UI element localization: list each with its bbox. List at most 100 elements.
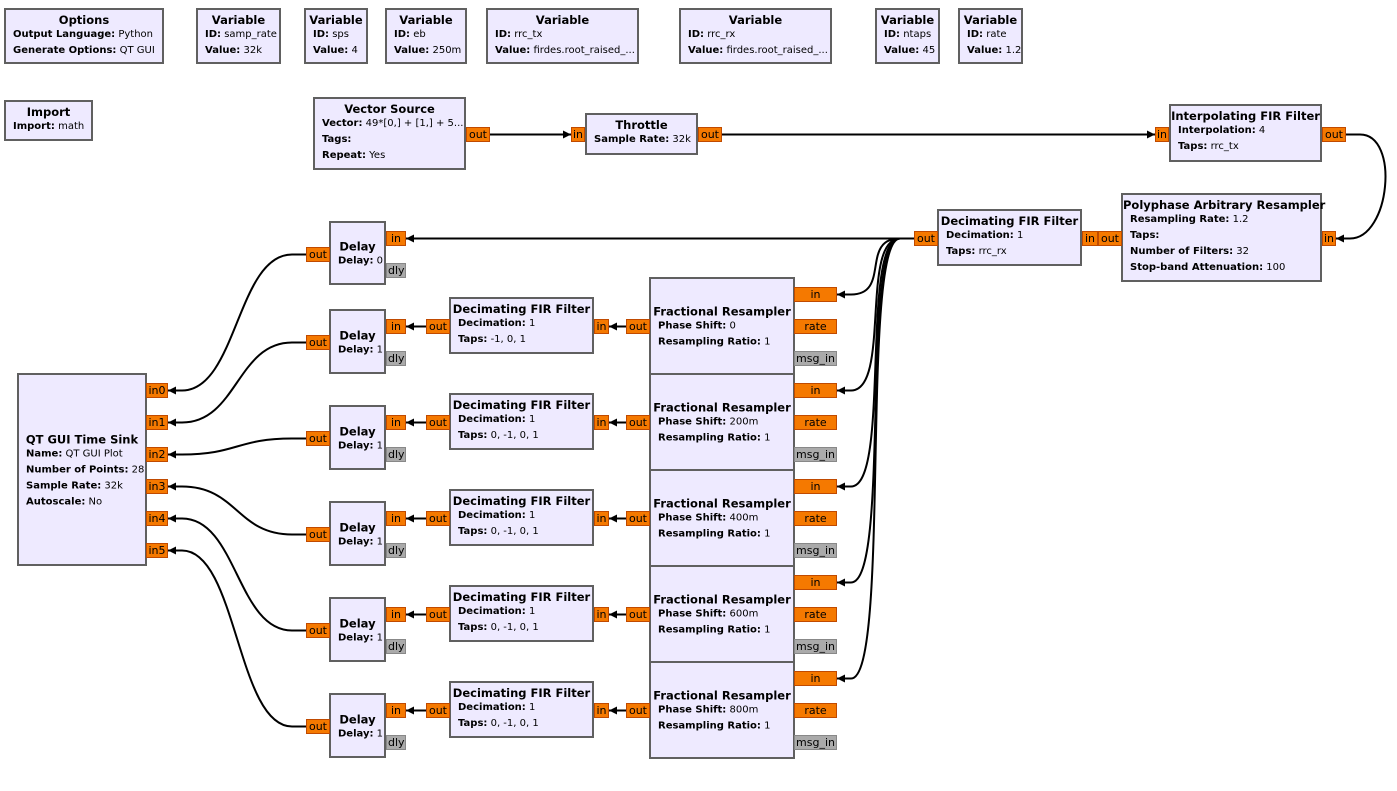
port-dly[interactable]: dly [386, 351, 406, 366]
port-in[interactable]: in [571, 127, 585, 142]
connection-delay5-out-to-time-sink-in5[interactable] [168, 546, 306, 728]
port-msg-in[interactable]: msg_in [794, 447, 837, 462]
port-in[interactable]: in [386, 231, 406, 246]
port-out[interactable]: out [306, 247, 330, 262]
port-in[interactable]: in [1322, 231, 1336, 246]
port-in0[interactable]: in0 [146, 383, 168, 398]
port-in[interactable]: in [794, 479, 837, 494]
connection-dec-fir-rx-out-to-frac-res5-in[interactable] [837, 237, 914, 683]
port-in[interactable]: in [386, 319, 406, 334]
port-in[interactable]: in [594, 415, 609, 430]
port-in[interactable]: in [594, 319, 609, 334]
port-out[interactable]: out [306, 527, 330, 542]
connection-delay2-out-to-time-sink-in2[interactable] [168, 437, 306, 459]
port-in4[interactable]: in4 [146, 511, 168, 526]
port-in2[interactable]: in2 [146, 447, 168, 462]
connection-delay3-out-to-time-sink-in3[interactable] [168, 482, 306, 536]
port-in[interactable]: in [794, 287, 837, 302]
port-out[interactable]: out [1098, 231, 1122, 246]
port-out[interactable]: out [426, 415, 450, 430]
connection-dec-fir-rx-out-to-frac-res1-in[interactable] [837, 237, 914, 299]
port-dly[interactable]: dly [386, 543, 406, 558]
port-out[interactable]: out [306, 335, 330, 350]
port-dly[interactable]: dly [386, 263, 406, 278]
port-out[interactable]: out [426, 607, 450, 622]
port-msg-in[interactable]: msg_in [794, 351, 837, 366]
port-in[interactable]: in [386, 511, 406, 526]
port-in[interactable]: in [1082, 231, 1098, 246]
port-in[interactable]: in [794, 671, 837, 686]
port-in[interactable]: in [794, 575, 837, 590]
port-out[interactable]: out [306, 623, 330, 638]
port-out[interactable]: out [426, 511, 450, 526]
connection-interp-fir-out-to-pfb-resampler-in[interactable] [1336, 133, 1387, 243]
connection-delay1-out-to-time-sink-in1[interactable] [168, 341, 306, 427]
connection-dec-fir-rx-out-to-frac-res4-in[interactable] [837, 237, 914, 587]
port-in[interactable]: in [1155, 127, 1169, 142]
port-out[interactable]: out [306, 719, 330, 734]
connection-dec-fir-rx-out-to-frac-res2-in[interactable] [837, 237, 914, 395]
port-rate[interactable]: rate [794, 607, 837, 622]
port-out[interactable]: out [466, 127, 490, 142]
port-out[interactable]: out [626, 415, 650, 430]
port-msg-in[interactable]: msg_in [794, 639, 837, 654]
port-rate[interactable]: rate [794, 703, 837, 718]
port-in[interactable]: in [794, 383, 837, 398]
port-dly[interactable]: dly [386, 735, 406, 750]
port-in[interactable]: in [386, 607, 406, 622]
port-in3[interactable]: in3 [146, 479, 168, 494]
connection-delay4-out-to-time-sink-in4[interactable] [168, 514, 306, 632]
port-out[interactable]: out [426, 703, 450, 718]
port-out[interactable]: out [626, 607, 650, 622]
port-out[interactable]: out [426, 319, 450, 334]
port-out[interactable]: out [306, 431, 330, 446]
port-rate[interactable]: rate [794, 319, 837, 334]
port-in[interactable]: in [594, 607, 609, 622]
port-in1[interactable]: in1 [146, 415, 168, 430]
port-out[interactable]: out [626, 511, 650, 526]
port-in5[interactable]: in5 [146, 543, 168, 558]
port-msg-in[interactable]: msg_in [794, 543, 837, 558]
port-in[interactable]: in [386, 703, 406, 718]
port-msg-in[interactable]: msg_in [794, 735, 837, 750]
port-rate[interactable]: rate [794, 415, 837, 430]
port-out[interactable]: out [1322, 127, 1346, 142]
port-in[interactable]: in [594, 703, 609, 718]
port-out[interactable]: out [698, 127, 722, 142]
port-out[interactable]: out [914, 231, 938, 246]
port-out[interactable]: out [626, 703, 650, 718]
port-dly[interactable]: dly [386, 639, 406, 654]
port-out[interactable]: out [626, 319, 650, 334]
port-rate[interactable]: rate [794, 511, 837, 526]
connection-dec-fir-rx-out-to-frac-res3-in[interactable] [837, 237, 914, 491]
